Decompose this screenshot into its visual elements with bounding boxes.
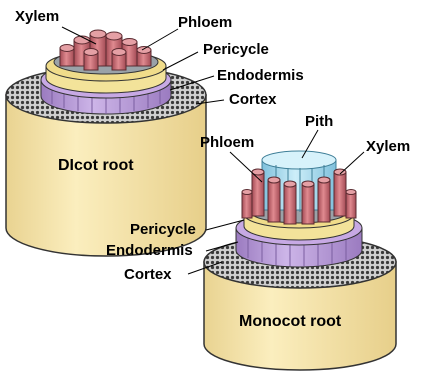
dicot-endodermis-label: Endodermis <box>217 68 304 83</box>
dicot-root-title: DIcot root <box>58 158 134 174</box>
monocot-cortex-label: Cortex <box>124 267 172 282</box>
monocot-xylem-leader <box>340 152 364 174</box>
monocot-phloem-label: Phloem <box>200 135 254 150</box>
monocot-pericycle-label: Pericycle <box>130 222 196 237</box>
dicot-pericycle-leader <box>163 52 198 70</box>
dicot-cortex-label: Cortex <box>229 92 277 107</box>
monocot-pith-label: Pith <box>305 114 333 129</box>
dicot-xylem-label: Xylem <box>15 9 59 24</box>
dicot-vascular-columns <box>60 30 151 70</box>
monocot-root-title: Monocot root <box>239 314 341 330</box>
dicot-phloem-label: Phloem <box>178 15 232 30</box>
monocot-root-cylinder <box>204 151 396 370</box>
monocot-phloem-leader <box>230 152 262 182</box>
dicot-pericycle-label: Pericycle <box>203 42 269 57</box>
monocot-xylem-label: Xylem <box>366 139 410 154</box>
dicot-phloem-leader <box>142 29 178 50</box>
monocot-endodermis-label: Endodermis <box>106 243 193 258</box>
